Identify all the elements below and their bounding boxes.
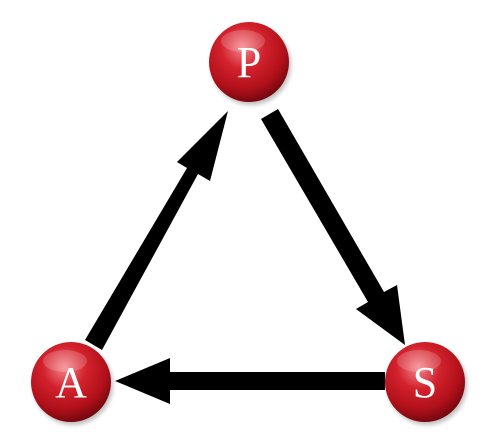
node-a-ball xyxy=(31,342,111,422)
node-p-label: P xyxy=(237,38,261,87)
node-a-label: A xyxy=(55,358,87,407)
node-a: A xyxy=(31,342,113,425)
node-p: P xyxy=(209,22,291,105)
node-p-ball xyxy=(209,22,289,102)
arrows xyxy=(85,109,405,404)
arrow-s-to-a xyxy=(115,358,385,404)
node-s-ball xyxy=(385,342,465,422)
arrow-a-to-p xyxy=(85,111,228,350)
node-s-label: S xyxy=(413,358,437,407)
node-s: S xyxy=(385,342,467,425)
arrow-p-to-s xyxy=(261,109,405,345)
